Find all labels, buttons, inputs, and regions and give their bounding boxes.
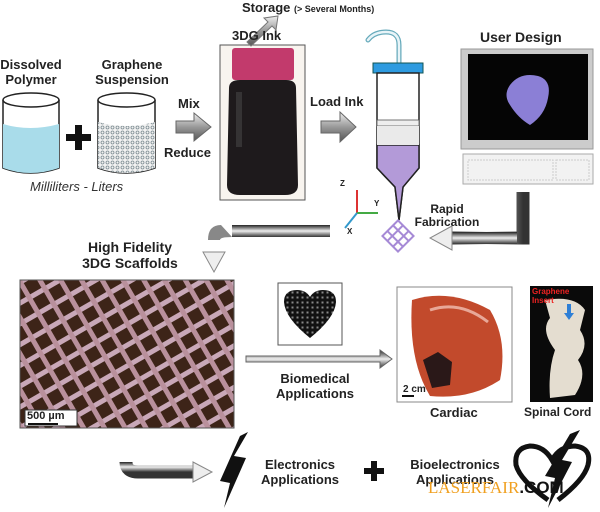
scaffolds-title-line1: High Fidelity bbox=[88, 239, 172, 255]
syringe bbox=[365, 29, 424, 221]
polymer-label-line2: Polymer bbox=[5, 71, 57, 87]
biomedical-line1: Biomedical bbox=[280, 371, 350, 386]
electronics-line1: Electronics bbox=[264, 457, 336, 472]
fabrication-label: Rapid Fabrication bbox=[412, 202, 482, 230]
scaffold-arrow-icon bbox=[202, 225, 330, 274]
arrow-down-icon bbox=[567, 304, 571, 314]
scaffolds-title-line2: 3DG Scaffolds bbox=[82, 254, 178, 271]
insert-line2: Insert bbox=[532, 295, 554, 305]
load-arrow-icon bbox=[320, 110, 357, 144]
printed-mesh-icon bbox=[381, 219, 415, 253]
storage-title: Storage bbox=[242, 0, 291, 15]
ink-jar bbox=[219, 44, 306, 201]
biomedical-label: Biomedical Applications bbox=[270, 371, 360, 401]
computer-monitor bbox=[460, 48, 594, 150]
return-arrow-icon bbox=[428, 192, 530, 251]
volume-note: Milliliters - Liters bbox=[30, 179, 124, 194]
graphene-label-line2: Suspension bbox=[95, 71, 169, 87]
bioelectronics-line2: Applications bbox=[415, 471, 494, 487]
scaffold-photo bbox=[19, 279, 235, 429]
keyboard-icon bbox=[462, 153, 594, 185]
scaffolds-title: High Fidelity 3DG Scaffolds bbox=[70, 239, 190, 271]
reduce-label: Reduce bbox=[164, 145, 211, 160]
graphene-insert-label: Graphene Insert bbox=[532, 287, 570, 306]
heart-scaffold-image bbox=[277, 282, 343, 346]
bioelectronics-line1: Bioelectronics bbox=[410, 457, 500, 472]
polymer-beaker bbox=[2, 92, 60, 174]
cardiac-label: Cardiac bbox=[430, 405, 478, 420]
storage-arrow-icon bbox=[246, 15, 279, 47]
graphene-label: Graphene Suspension bbox=[92, 57, 172, 87]
mix-arrow-icon bbox=[175, 111, 212, 143]
axis-z-label: Z bbox=[340, 179, 345, 188]
polymer-label-line1: Dissolved bbox=[0, 57, 62, 72]
bioelectronics-label: Bioelectronics Applications bbox=[400, 457, 510, 487]
load-ink-label: Load Ink bbox=[310, 94, 364, 109]
lightning-icon bbox=[220, 432, 248, 508]
watermark: LASERFAIR.COM bbox=[428, 478, 564, 498]
polymer-label: Dissolved Polymer bbox=[0, 57, 62, 87]
heart-model-icon bbox=[506, 75, 549, 125]
fabrication-line1: Rapid bbox=[430, 202, 464, 216]
storage-note: (> Several Months) bbox=[294, 4, 375, 14]
heart-lightning-icon bbox=[513, 430, 592, 508]
user-design-title: User Design bbox=[480, 29, 562, 45]
scaffold-scale-bar: 500 µm bbox=[27, 410, 65, 422]
spinal-cord-photo bbox=[530, 286, 593, 402]
electronics-line2: Applications bbox=[260, 471, 339, 487]
mix-label: Mix bbox=[178, 96, 200, 111]
fabrication-line2: Fabrication bbox=[414, 215, 480, 230]
spinal-label: Spinal Cord bbox=[524, 405, 592, 419]
plus-icon bbox=[66, 125, 91, 150]
biomedical-arrow-icon bbox=[245, 349, 393, 369]
insert-line1: Graphene bbox=[532, 287, 570, 296]
cardiac-photo bbox=[396, 286, 513, 403]
cardiac-scale-bar: 2 cm bbox=[403, 384, 426, 395]
watermark-part2: .COM bbox=[519, 478, 564, 497]
electronics-arrow-icon bbox=[119, 438, 214, 483]
graphene-beaker bbox=[97, 92, 156, 174]
storage-label: Storage (> Several Months) bbox=[242, 0, 375, 16]
biomedical-line2: Applications bbox=[275, 385, 354, 401]
axis-x-label: X bbox=[347, 227, 353, 236]
electronics-label: Electronics Applications bbox=[255, 457, 345, 487]
graphene-label-line1: Graphene bbox=[101, 57, 163, 72]
xyz-axes-icon bbox=[344, 190, 378, 229]
watermark-part1: LASERFAIR bbox=[428, 478, 520, 497]
axis-y-label: Y bbox=[374, 199, 380, 208]
plus-icon-2 bbox=[364, 461, 384, 481]
ink-label: 3DG Ink bbox=[232, 28, 282, 43]
